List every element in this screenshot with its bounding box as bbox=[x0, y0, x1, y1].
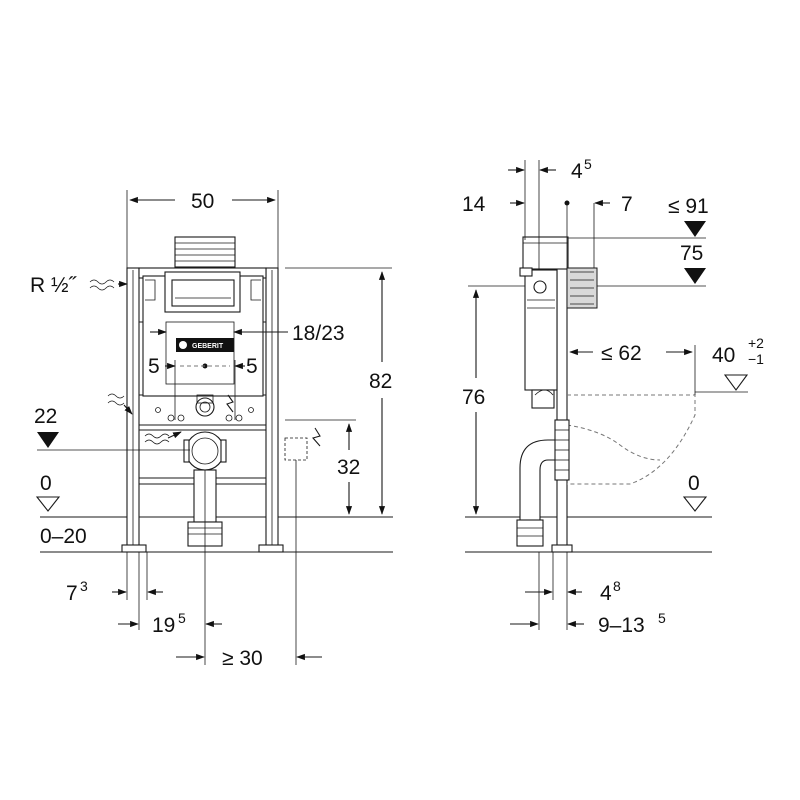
dim-side-bottom-a-sup: 8 bbox=[613, 578, 621, 594]
dim-side-top-a-sup: 5 bbox=[584, 156, 592, 172]
side-view: 4 5 14 7 ≤ 91 75 76 ≤ 62 40 +2 −1 bbox=[462, 156, 764, 637]
frame-right-foot bbox=[258, 544, 284, 553]
electrical-box bbox=[284, 437, 308, 461]
dim-side-75: 75 bbox=[680, 242, 703, 265]
dim-side-14: 14 bbox=[462, 193, 486, 216]
side-level-0-label: 0 bbox=[688, 472, 700, 495]
side-level-0-marker bbox=[682, 496, 708, 512]
dim-seat-plus: +2 bbox=[748, 335, 764, 351]
dim-height-outlet: 32 bbox=[337, 456, 360, 479]
side-flush-housing bbox=[522, 236, 569, 270]
dim-seat-minus: −1 bbox=[748, 351, 764, 367]
level-0-marker bbox=[35, 496, 61, 512]
dim-side-76: 76 bbox=[462, 386, 485, 409]
frame-left-foot bbox=[121, 544, 147, 553]
wc-pan-outline bbox=[567, 394, 696, 485]
dim-width: 50 bbox=[191, 190, 214, 213]
level-91-marker bbox=[684, 221, 706, 237]
water-supply-icon bbox=[89, 279, 115, 291]
dim-bottom-1-sup: 3 bbox=[80, 578, 88, 594]
dim-side-bottom-b: 9–13 bbox=[598, 614, 645, 637]
level-0-label: 0 bbox=[40, 472, 52, 495]
logo-text: GEBERIT bbox=[192, 343, 224, 350]
dim-seat-height: 40 bbox=[712, 344, 735, 367]
dim-bottom-2: 19 bbox=[152, 614, 175, 637]
flush-plate-frame bbox=[174, 236, 236, 268]
valve-connector bbox=[195, 397, 215, 417]
dim-side-max-62: ≤ 62 bbox=[601, 342, 642, 365]
thread-label: R ½˝ bbox=[30, 274, 78, 297]
level-22-marker bbox=[37, 432, 59, 448]
electric-icon bbox=[312, 427, 321, 447]
dim-bottom-3: ≥ 30 bbox=[222, 647, 263, 670]
dim-bottom-2-sup: 5 bbox=[178, 610, 186, 626]
dim-side-bottom-b-sup: 5 bbox=[658, 610, 666, 626]
dim-side-7: 7 bbox=[621, 193, 633, 216]
front-view: GEBERIT bbox=[30, 190, 393, 670]
level-22-label: 22 bbox=[34, 405, 57, 428]
side-frame-upright bbox=[556, 267, 568, 551]
floor-range-label: 0–20 bbox=[40, 525, 87, 548]
dim-side-top-a: 4 bbox=[571, 160, 583, 183]
seat-level-marker bbox=[723, 374, 749, 391]
dim-side-max-91: ≤ 91 bbox=[668, 195, 709, 218]
dim-flush-opening: 18/23 bbox=[292, 322, 345, 345]
dim-height-total: 82 bbox=[369, 370, 392, 393]
dim-bottom-1: 7 bbox=[66, 582, 78, 605]
dim-offset-right: 5 bbox=[246, 355, 258, 378]
dim-offset-left: 5 bbox=[148, 355, 160, 378]
level-75-marker bbox=[684, 268, 706, 284]
geberit-logo bbox=[176, 338, 234, 352]
dim-side-bottom-a: 4 bbox=[600, 582, 612, 605]
